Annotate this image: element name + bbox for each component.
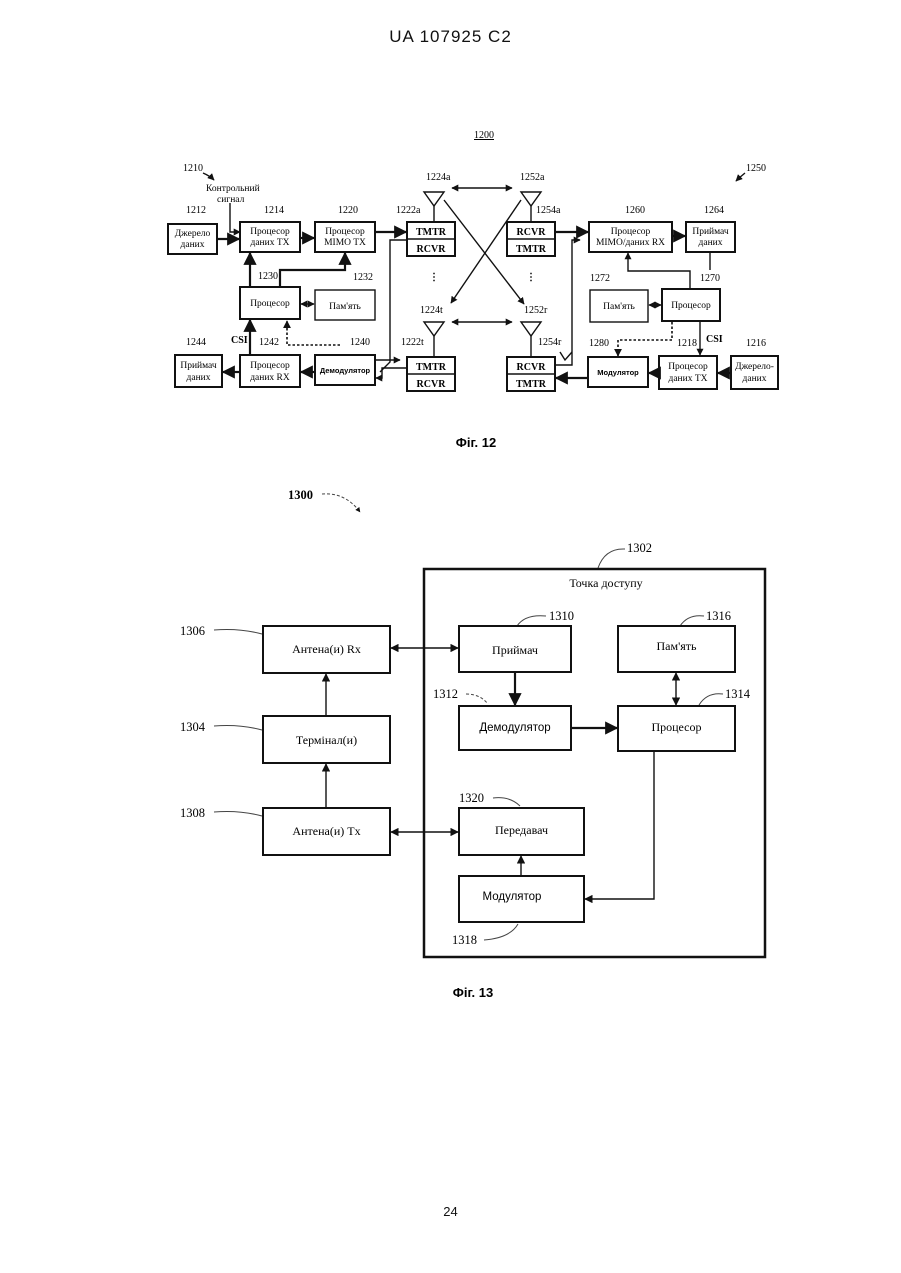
tmtr-top-left-label: TMTR (416, 227, 447, 238)
figure-12: 1200 1210 1250 Контрольний сигнал 1212 Д… (168, 130, 778, 450)
svg-text:⋮: ⋮ (429, 272, 439, 283)
ref-1200: 1200 (474, 130, 494, 141)
antenna-1252a-icon (521, 192, 541, 206)
figure-13: 1300 1302 Точка доступу 1306 Антена(и) R… (180, 488, 765, 1000)
ref-1242: 1242 (259, 337, 279, 348)
ref-1300: 1300 (288, 488, 313, 502)
ref-1310: 1310 (549, 609, 574, 623)
ref-1222a: 1222a (396, 205, 421, 216)
antenna-1224a-icon (424, 192, 444, 206)
figure-12-caption: Фіг. 12 (456, 435, 497, 450)
ref-1214: 1214 (264, 205, 284, 216)
rcvr-bottom-right-label: RCVR (517, 362, 547, 373)
svg-text:MIMO/даних RX: MIMO/даних RX (596, 238, 665, 248)
svg-text:даних: даних (187, 373, 211, 383)
ref-1272: 1272 (590, 273, 610, 284)
demodulator-label: Демодулятор (320, 366, 371, 375)
processor-label-13: Процесор (651, 720, 701, 734)
ref-1270: 1270 (700, 273, 720, 284)
antenna-1252r-icon (521, 322, 541, 336)
csi-left-label: CSI (231, 335, 248, 346)
svg-text:⋮: ⋮ (526, 272, 536, 283)
svg-text:MIMO TX: MIMO TX (324, 238, 366, 248)
svg-text:даних: даних (181, 240, 205, 250)
ref-1222t: 1222t (401, 337, 424, 348)
svg-text:даних: даних (699, 238, 723, 248)
ref-1316: 1316 (706, 609, 731, 623)
ref-1314: 1314 (725, 687, 751, 701)
ref-1218: 1218 (677, 338, 697, 349)
page-number: 24 (0, 1204, 901, 1219)
ref-1280: 1280 (589, 338, 609, 349)
memory-left-label: Пам'ять (329, 302, 361, 312)
control-signal-label: Контрольний (206, 183, 260, 194)
ref-1304: 1304 (180, 720, 206, 734)
terminal-label: Термінал(и) (296, 733, 357, 747)
tmtr-bottom-left-label: TMTR (416, 362, 447, 373)
processor-left-label: Процесор (250, 299, 290, 309)
rcvr-top-right-label: RCVR (517, 227, 547, 238)
memory-right-label: Пам'ять (603, 302, 635, 312)
ref-1220: 1220 (338, 205, 358, 216)
ref-1264: 1264 (704, 205, 724, 216)
ref-1252a: 1252a (520, 172, 545, 183)
modulator-label-13: Модулятор (483, 891, 542, 903)
ref-1240: 1240 (350, 337, 370, 348)
ref-1230: 1230 (258, 271, 278, 282)
ref-1232: 1232 (353, 272, 373, 283)
processor-right-label: Процесор (671, 301, 711, 311)
control-signal-label-2: сигнал (217, 195, 245, 205)
access-point-label: Точка доступу (569, 576, 642, 590)
tx-data-processor-right-label: Процесор (668, 362, 708, 372)
tmtr-bottom-right-label: TMTR (516, 379, 547, 390)
mimo-rx-processor-label: Процесор (611, 227, 651, 237)
ref-1252r: 1252r (524, 305, 548, 316)
svg-text:даних ТХ: даних ТХ (668, 374, 707, 384)
data-source-right-box (731, 356, 778, 389)
memory-label: Пам'ять (657, 639, 698, 653)
ref-1306: 1306 (180, 624, 205, 638)
data-sink-left-label: Приймач (180, 360, 217, 371)
data-source-left-label: Джерело (175, 229, 211, 239)
modulator-label: Модулятор (597, 368, 639, 377)
rcvr-bottom-left-label: RCVR (417, 379, 447, 390)
mimo-tx-processor-label: Процесор (325, 227, 365, 237)
svg-text:даних ТХ: даних ТХ (250, 238, 289, 248)
demodulator-label-13: Демодулятор (479, 722, 550, 734)
antenna-tx-label: Антена(и) Tx (292, 824, 360, 838)
ref-1254r: 1254r (538, 337, 562, 348)
svg-text:даних RX: даних RX (250, 373, 290, 383)
ref-1312: 1312 (433, 687, 458, 701)
ref-1224t: 1224t (420, 305, 443, 316)
ref-1308: 1308 (180, 806, 205, 820)
data-sink-right-label: Приймач (692, 226, 729, 237)
figure-13-caption: Фіг. 13 (453, 985, 494, 1000)
ref-1254a: 1254a (536, 205, 561, 216)
antenna-rx-label: Антена(и) Rx (292, 642, 361, 656)
ref-1216: 1216 (746, 338, 766, 349)
svg-text:даних: даних (743, 374, 767, 384)
receiver-label: Приймач (492, 643, 538, 657)
csi-right-label: CSI (706, 334, 723, 345)
rx-data-processor-label: Процесор (250, 361, 290, 371)
ref-1302: 1302 (627, 541, 652, 555)
tx-data-processor-right-box (659, 356, 717, 389)
data-source-right-label: Джерело- (735, 362, 774, 372)
ref-1210: 1210 (183, 163, 203, 174)
ref-1260: 1260 (625, 205, 645, 216)
tmtr-top-right-label: TMTR (516, 244, 547, 255)
ref-1320: 1320 (459, 791, 484, 805)
ref-1318: 1318 (452, 933, 477, 947)
tx-data-processor-label: Процесор (250, 227, 290, 237)
transmitter-label: Передавач (495, 823, 548, 837)
ref-1250: 1250 (746, 163, 766, 174)
ref-1212: 1212 (186, 205, 206, 216)
ref-1224a: 1224a (426, 172, 451, 183)
ref-1244: 1244 (186, 337, 206, 348)
rcvr-top-left-label: RCVR (417, 244, 447, 255)
antenna-1224t-icon (424, 322, 444, 336)
